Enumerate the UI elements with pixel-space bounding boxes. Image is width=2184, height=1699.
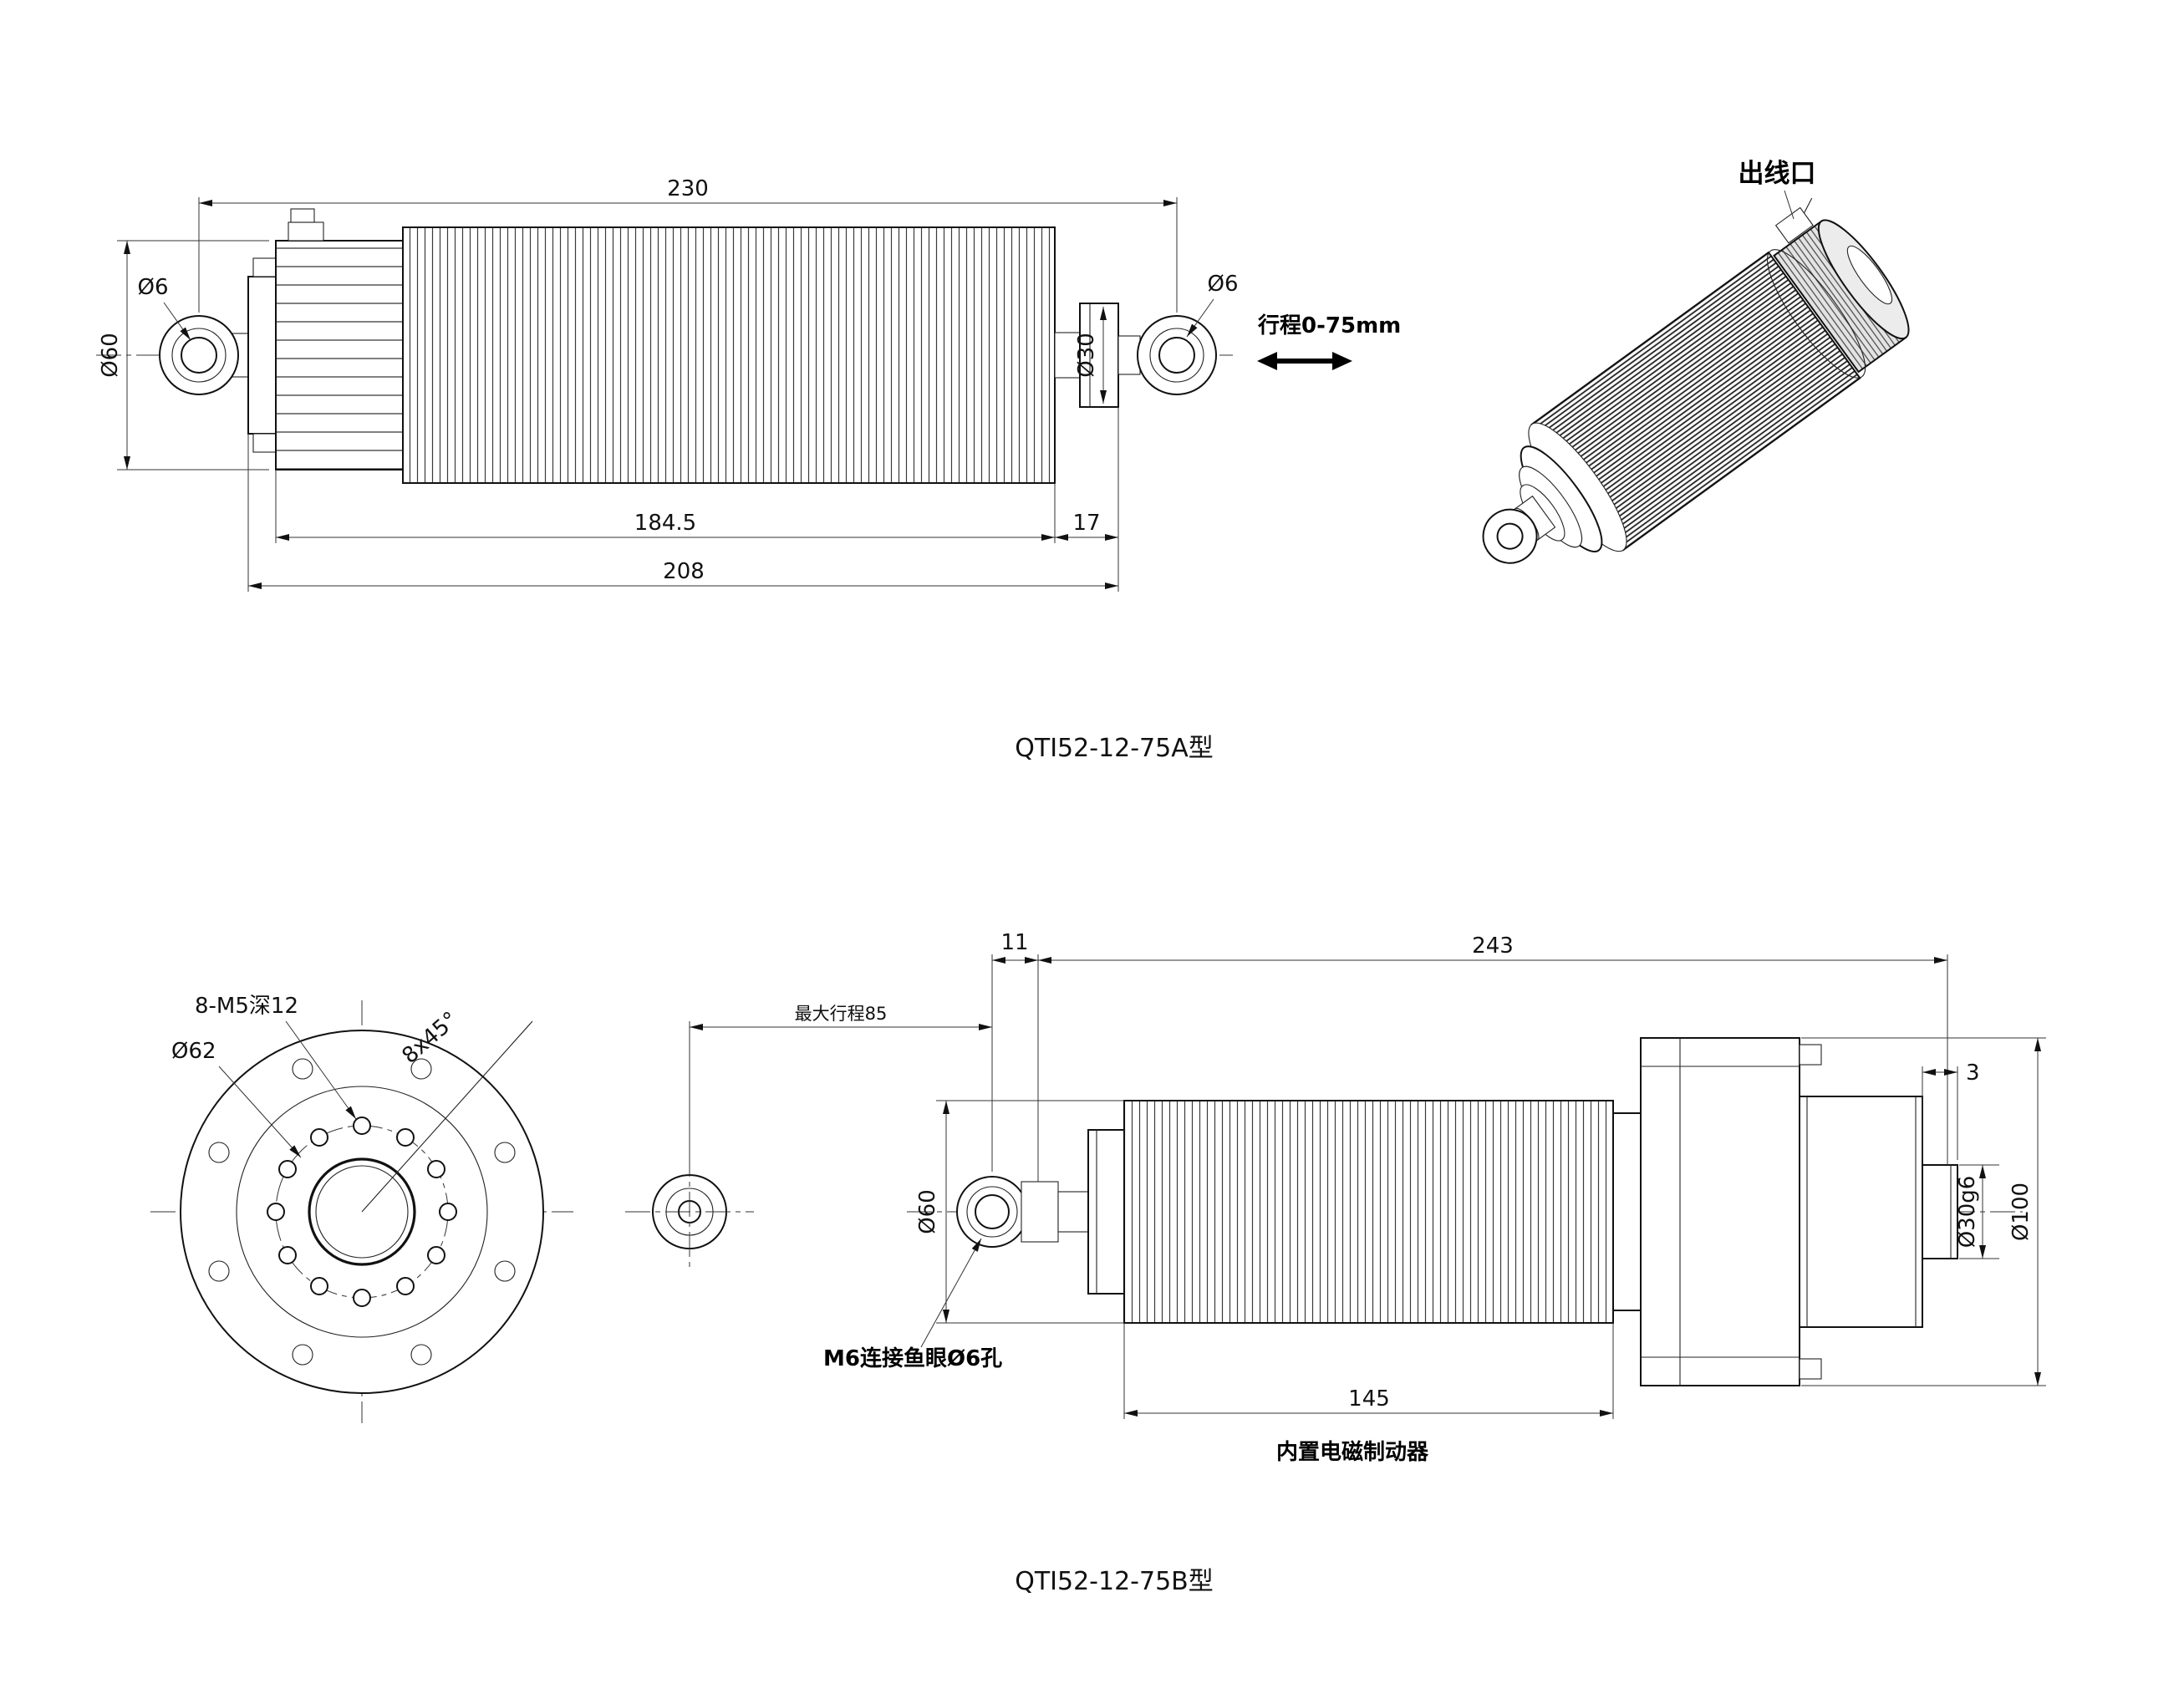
caption-model-a: QTI52-12-75A型 <box>1015 734 1213 763</box>
dim-total-length: 243 <box>1472 933 1514 959</box>
dim-flange-dia: Ø100 <box>2008 1183 2034 1241</box>
dim-body-length-a: 184.5 <box>634 511 696 536</box>
m5-thread-holes <box>267 1117 457 1307</box>
dim-thread-spec: 8-M5深12 <box>195 994 298 1019</box>
ribbed-body-b <box>1123 1100 1614 1324</box>
dim-eye-hole-left: Ø6 <box>137 275 168 300</box>
caption-model-b: QTI52-12-75B型 <box>1015 1567 1214 1596</box>
view-a-side <box>96 208 1233 484</box>
adapter-ring <box>1612 1112 1642 1311</box>
rear-plate <box>247 257 277 453</box>
dim-pitch-dia: Ø62 <box>171 1039 216 1064</box>
view-b-eyelet-end <box>625 1152 754 1272</box>
dim-rod-dia: Ø30 <box>1074 333 1099 378</box>
view-b-side <box>907 1037 2023 1386</box>
dim-boss-length: 3 <box>1966 1061 1980 1086</box>
stroke-label: 行程0-75mm <box>1257 313 1401 338</box>
output-boss <box>1922 1164 1958 1259</box>
dim-rod-ext: 17 <box>1072 511 1100 536</box>
view-b-dimensions: 最大行程85 11 243 3 Ø30g6 Ø100 Ø60 145 <box>689 930 2046 1465</box>
eyelet-note: M6连接鱼眼Ø6孔 <box>823 1346 1002 1371</box>
view-a-dimensions: 230 Ø60 Ø6 Ø6 Ø30 184.5 17 208 行程0-75mm <box>98 176 1401 592</box>
dim-eye-hole-right: Ø6 <box>1207 272 1238 297</box>
rear-eyelet <box>159 315 253 395</box>
stroke-direction-arrow <box>1257 352 1352 370</box>
dim-housing-length: 208 <box>663 559 705 584</box>
dim-eye-offset: 11 <box>1000 930 1028 955</box>
rod-assembly <box>1054 303 1217 408</box>
dim-body-dia-b: Ø60 <box>915 1189 940 1234</box>
dim-body-dia-a: Ø60 <box>98 333 123 378</box>
view-a-isometric: 出线口 <box>1482 159 1910 564</box>
outer-bolt-holes <box>208 1058 516 1366</box>
rod-eyelet-b <box>956 1176 1089 1248</box>
dim-body-length-b: 145 <box>1348 1386 1390 1412</box>
flange-b <box>1640 1037 1822 1386</box>
cable-outlet-label: 出线口 <box>1739 159 1816 189</box>
dim-shaft-dia: Ø30g6 <box>1955 1176 1980 1249</box>
front-cap-b <box>1087 1129 1125 1295</box>
dim-max-stroke: 最大行程85 <box>795 1004 888 1024</box>
brake-note: 内置电磁制动器 <box>1276 1439 1429 1465</box>
brake-housing <box>1799 1096 1923 1328</box>
ribbed-body <box>402 226 1056 484</box>
dim-pin-to-pin: 230 <box>667 176 709 201</box>
motor-section <box>275 208 404 471</box>
